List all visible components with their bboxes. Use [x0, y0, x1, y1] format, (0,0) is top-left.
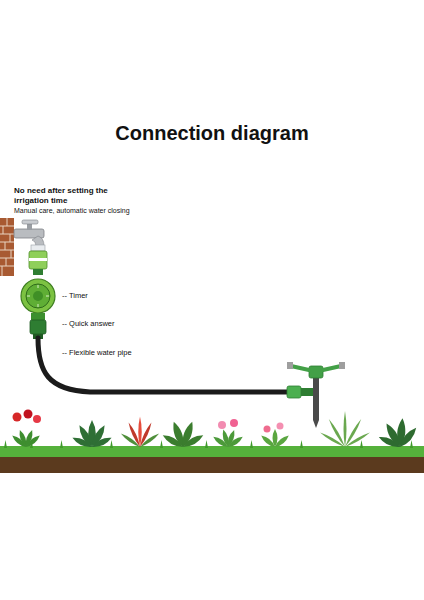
flower	[24, 410, 33, 419]
nozzle-right	[339, 362, 345, 369]
faucet-spout	[32, 236, 44, 246]
flower	[13, 413, 22, 422]
flowering-shrub	[260, 423, 291, 449]
leaf	[227, 435, 245, 449]
tee-arm	[301, 388, 313, 396]
diagram-title: Connection diagram	[0, 121, 424, 145]
tap-adapter	[31, 245, 45, 251]
leafy-plant	[71, 420, 113, 450]
note-heading: No need after setting the irrigation tim…	[14, 186, 144, 205]
flexible-hose	[38, 338, 289, 392]
blade	[205, 440, 208, 448]
timer	[21, 279, 55, 313]
flower	[218, 421, 226, 429]
spiky-plant	[319, 411, 370, 448]
flower	[33, 415, 41, 423]
tap-connector	[29, 245, 47, 275]
timer-inlet	[33, 269, 43, 275]
blade	[160, 440, 163, 448]
blade	[360, 440, 363, 448]
leaf	[139, 432, 160, 448]
leaf	[397, 425, 419, 449]
hose-coupling	[287, 386, 301, 398]
flower	[277, 423, 284, 430]
flower	[230, 419, 238, 427]
leaf	[91, 435, 113, 450]
soil	[0, 455, 424, 473]
quick-collar	[31, 313, 45, 320]
timer-body	[21, 279, 55, 313]
round-leaf-plant	[161, 420, 205, 449]
bromeliad-plant	[120, 416, 160, 448]
note-text: Manual care, automatic water closing	[14, 207, 184, 215]
flower	[264, 426, 271, 433]
blade	[300, 440, 303, 448]
leaf	[344, 431, 370, 448]
leaf	[24, 434, 41, 449]
sprinkler	[287, 362, 345, 428]
sprinkler-head	[309, 366, 323, 378]
quick-body	[30, 320, 46, 334]
blade	[4, 440, 7, 448]
leaf	[328, 418, 347, 448]
red-flower-plant	[11, 410, 42, 449]
timer-dial	[26, 284, 50, 308]
leaf	[344, 411, 347, 447]
sprinkler-arms	[291, 366, 341, 370]
timer-ticks	[27, 285, 49, 307]
pink-flower-plant	[212, 419, 244, 449]
quick-connector	[30, 313, 46, 339]
wall-face	[0, 218, 14, 276]
leaf	[181, 432, 205, 449]
tap-nut	[29, 251, 47, 269]
brick-wall	[0, 218, 14, 276]
blade	[250, 440, 253, 448]
blade	[410, 440, 413, 448]
nozzle-left	[287, 362, 293, 369]
tap-band	[29, 258, 47, 261]
faucet	[14, 220, 44, 246]
blade	[110, 440, 113, 448]
part-label: -- Quick answer	[62, 319, 202, 328]
part-label: -- Flexible water pipe	[62, 348, 222, 357]
timer-knob	[33, 291, 43, 301]
mortar-lines	[0, 218, 14, 276]
part-label: -- Timer	[62, 291, 202, 300]
faucet-handle	[22, 220, 38, 224]
sprinkler-stake	[313, 376, 319, 428]
broad-leaf-plant	[377, 418, 418, 450]
leaf	[273, 434, 290, 449]
blade	[60, 440, 63, 448]
